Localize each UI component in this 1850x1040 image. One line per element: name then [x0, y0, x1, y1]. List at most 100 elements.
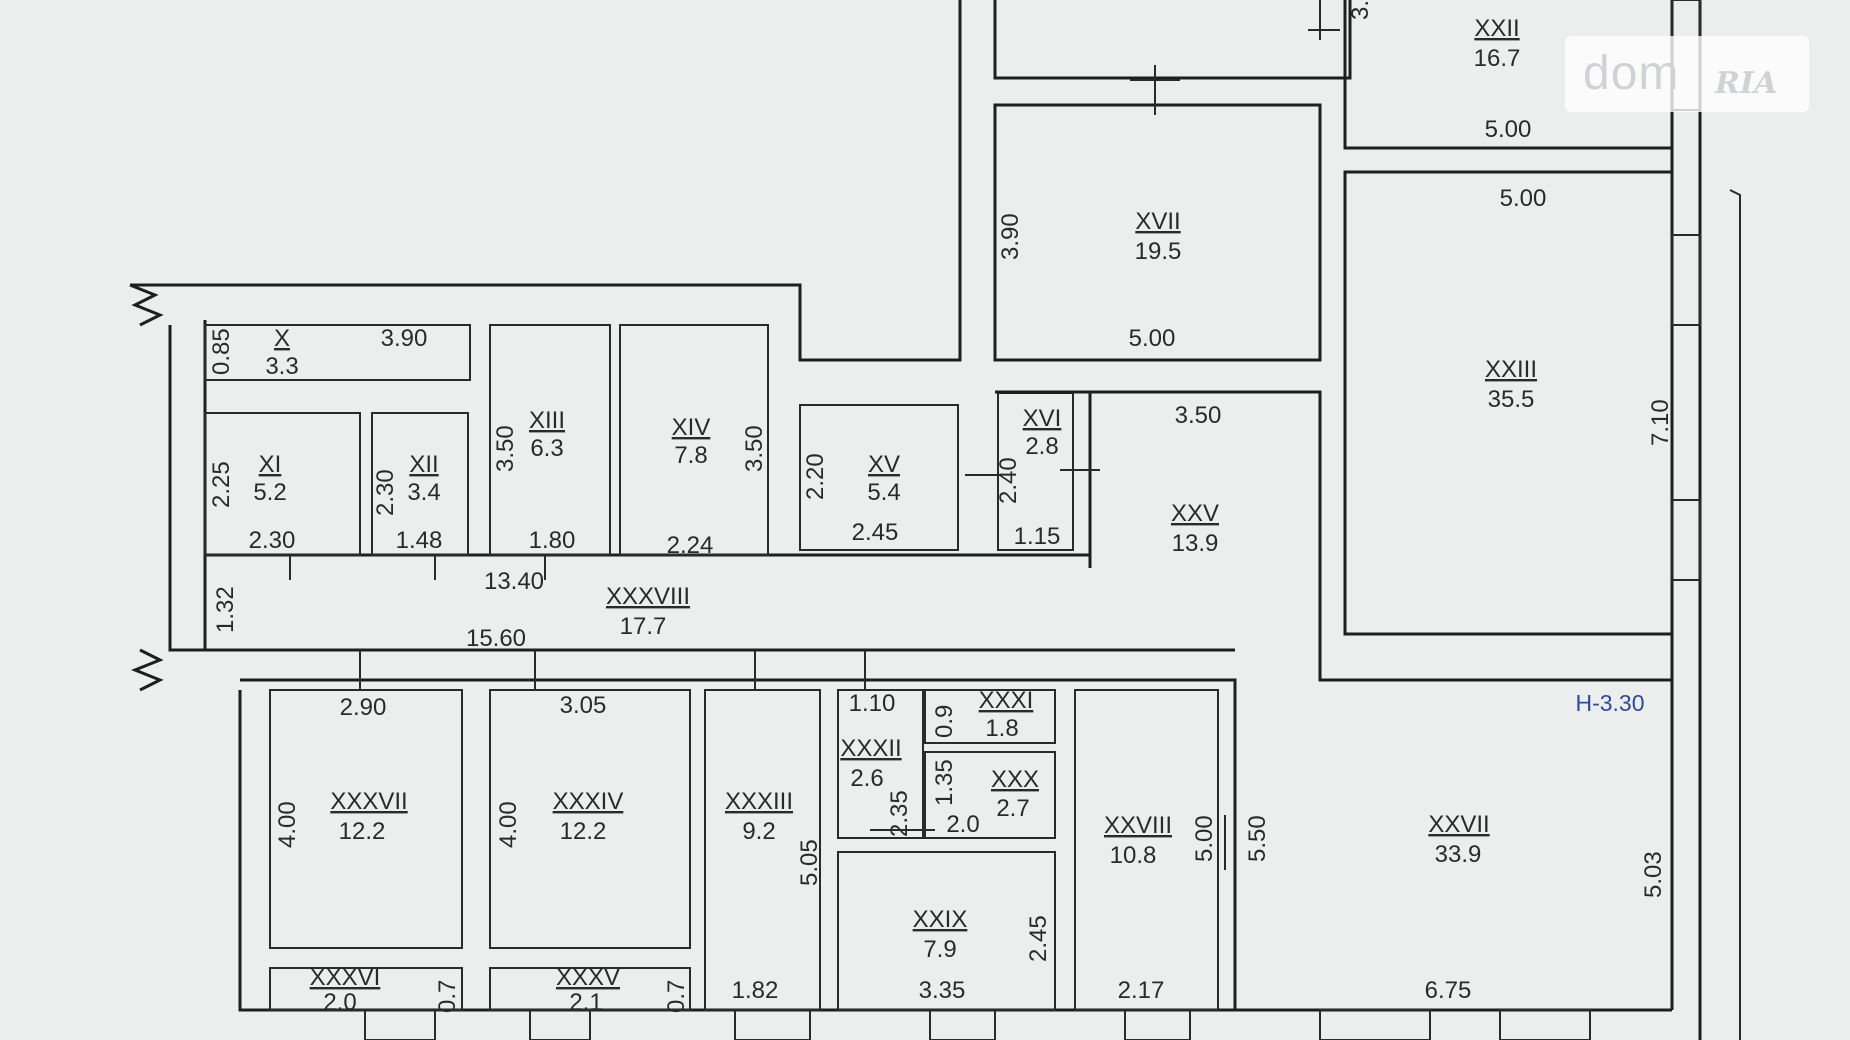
dim-label: 5.00 [1500, 185, 1547, 212]
dim-label: 3.35 [919, 977, 966, 1004]
level-mark: H-3.30 [1575, 690, 1644, 716]
dim-label: 15.60 [466, 625, 526, 652]
dimension-labels: 3.4 5.00 5.00 3.90 5.00 7.10 0.85 3.90 2… [208, 0, 1674, 1013]
dim-label: 3.90 [997, 213, 1024, 260]
dim-label: 2.17 [1118, 977, 1165, 1004]
dim-label: 5.00 [1129, 325, 1176, 352]
room-xxx-area: 2.7 [996, 795, 1029, 822]
right-facade [1729, 189, 1741, 1040]
room-xxxiv-area: 12.2 [560, 818, 607, 845]
room-xxxviii-id: XXXVIII [606, 583, 690, 610]
left-wing-inner-wall [168, 325, 1235, 652]
room-xvii-area: 19.5 [1135, 238, 1182, 265]
dim-label: 1.82 [732, 977, 779, 1004]
walls [129, 0, 1741, 1040]
dim-label: 5.03 [1640, 851, 1667, 898]
room-xxxiii-area: 9.2 [742, 818, 775, 845]
room-xxx-outline [924, 751, 1056, 839]
room-xxviii-area: 10.8 [1110, 842, 1157, 869]
room-xxxi-id: XXXI [979, 687, 1034, 714]
room-xxxi-outline [924, 689, 1056, 744]
dim-label: 5.05 [796, 839, 823, 886]
dim-label: 0.7 [434, 980, 461, 1013]
room-xxxvi-id: XXXVI [310, 964, 381, 991]
dim-label: 1.80 [529, 527, 576, 554]
dim-label: 2.45 [852, 519, 899, 546]
room-xxviii-id: XXVIII [1104, 812, 1172, 839]
room-x-id: X [274, 325, 290, 352]
room-xv-area: 5.4 [867, 479, 900, 506]
room-xi-id: XI [259, 451, 282, 478]
room-xiii-outline [489, 324, 611, 556]
room-xxxvii-outline [269, 689, 463, 949]
watermark: dom RIA [1565, 36, 1809, 112]
lower-wing-top [240, 678, 1237, 1010]
room-xi-area: 5.2 [253, 479, 286, 506]
room-xxiii-area: 35.5 [1488, 386, 1535, 413]
room-xii-outline [371, 412, 469, 556]
room-xxii-id: XXII [1474, 15, 1519, 42]
dim-label: 1.48 [396, 527, 443, 554]
dim-label: 2.25 [208, 461, 235, 508]
room-xvi-area: 2.8 [1025, 433, 1058, 460]
room-xxv-area: 13.9 [1172, 530, 1219, 557]
bottom-windows [364, 1009, 1591, 1040]
dim-label: 1.10 [849, 690, 896, 717]
room-xxxi-area: 1.8 [985, 715, 1018, 742]
room-xiv-id: XIV [672, 414, 711, 441]
dim-label: 2.45 [1025, 915, 1052, 962]
dim-label: 0.85 [208, 328, 235, 375]
dim-label: 6.75 [1425, 977, 1472, 1004]
room-xiii-area: 6.3 [530, 435, 563, 462]
dim-label: 4.00 [274, 801, 301, 848]
room-xxix-id: XXIX [913, 906, 968, 933]
dim-label: 3.50 [1175, 402, 1222, 429]
dim-label: 1.35 [931, 759, 958, 806]
door-markers [289, 0, 1340, 870]
room-xxxv-id: XXXV [556, 964, 620, 991]
dim-label: 2.35 [886, 790, 913, 837]
room-xv-id: XV [868, 451, 900, 478]
room-xii-area: 3.4 [407, 479, 440, 506]
watermark-sub: RIA [1715, 66, 1778, 101]
room-xii-id: XII [409, 451, 438, 478]
dim-label: 2.30 [372, 469, 399, 516]
room-xxvii-area: 33.9 [1435, 841, 1482, 868]
room-x-outline [204, 324, 471, 381]
room-xxiii-id: XXIII [1485, 356, 1537, 383]
dim-label: 4.00 [495, 801, 522, 848]
zigzag-bottom [130, 648, 164, 692]
room-xxx-id: XXX [991, 766, 1039, 793]
room-xiv-area: 7.8 [674, 442, 707, 469]
dim-label: 3.50 [741, 425, 768, 472]
dim-label: 2.0 [946, 811, 979, 838]
dim-label: 5.50 [1244, 815, 1271, 862]
dim-label: 3.4 [1347, 0, 1374, 20]
room-xvii-id: XVII [1135, 208, 1180, 235]
room-xxxiii-id: XXXIII [725, 788, 793, 815]
dim-label: 2.90 [340, 694, 387, 721]
dim-label: 0.9 [931, 705, 958, 738]
room-xxxiv-outline [489, 689, 691, 949]
dim-label: 1.15 [1014, 523, 1061, 550]
dim-label: 5.00 [1485, 116, 1532, 143]
dim-label: 2.30 [249, 527, 296, 554]
zigzag-top [129, 283, 164, 327]
dim-label: 1.32 [212, 586, 239, 633]
room-xxix-area: 7.9 [923, 936, 956, 963]
center-wall [995, 390, 1672, 682]
room-x-area: 3.3 [265, 353, 298, 380]
dim-label: 3.50 [492, 425, 519, 472]
room-xxvii-id: XXVII [1428, 811, 1489, 838]
room-xiii-id: XIII [529, 407, 565, 434]
dim-label: 0.7 [663, 980, 690, 1013]
dim-label: 5.00 [1191, 815, 1218, 862]
room-xv-outline [799, 404, 959, 551]
room-xxxii-outline [837, 689, 924, 839]
room-xxxiv-id: XXXIV [553, 788, 624, 815]
dim-label: 2.24 [667, 532, 714, 559]
corridor-upper-wall [205, 553, 1092, 568]
dim-label: 7.10 [1647, 399, 1674, 446]
left-wing-outer-wall [130, 0, 962, 362]
room-xxxvi-area: 2.0 [323, 989, 356, 1016]
